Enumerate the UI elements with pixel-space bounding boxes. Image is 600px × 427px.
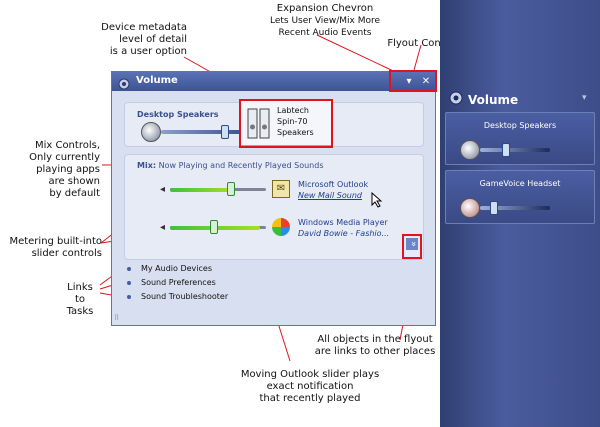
device-section-label: Desktop Speakers <box>137 110 219 119</box>
speaker-icon <box>117 75 132 90</box>
flyout-headset-thumb[interactable] <box>490 201 498 215</box>
wmp-detail[interactable]: David Bowie - Fashio... <box>298 229 390 238</box>
outlook-name[interactable]: Microsoft Outlook <box>298 180 369 189</box>
chevron-down-icon[interactable]: ▾ <box>406 76 412 87</box>
outlook-meter <box>170 188 234 192</box>
annotation-flyout-controls: Flyout Controls <box>387 38 463 49</box>
master-volume-slider[interactable] <box>161 130 243 134</box>
flyout-headset-slider[interactable] <box>480 206 550 210</box>
mix-panel: Mix: Now Playing and Recently Played Sou… <box>124 154 424 260</box>
headset-volume-icon[interactable] <box>460 198 480 218</box>
device-highlight <box>239 99 333 148</box>
resize-grip[interactable]: ⠿ <box>114 314 120 322</box>
chevron-highlight <box>402 234 422 259</box>
outlook-slider-thumb[interactable] <box>227 182 235 196</box>
title-bar: Volume ▾ ✕ <box>112 72 435 91</box>
flyout-chevron-icon[interactable]: ▾ <box>582 93 587 103</box>
annotation-mix-controls: Mix Controls, Only currently playing app… <box>29 140 100 199</box>
media-player-icon[interactable] <box>272 218 290 236</box>
speaker-icon <box>447 90 465 110</box>
flyout-device-label: Desktop Speakers <box>483 121 557 130</box>
flyout-controls-highlight <box>389 70 437 92</box>
speaker-volume-icon[interactable] <box>141 122 161 142</box>
annotation-moving-outlook: Moving Outlook slider plays exact notifi… <box>240 369 380 404</box>
speakers-icon <box>247 107 271 141</box>
annotation-metering: Metering built-into slider controls <box>9 236 102 259</box>
speaker-volume-icon[interactable] <box>460 140 480 160</box>
master-volume-thumb[interactable] <box>221 125 229 139</box>
wmp-slider-thumb[interactable] <box>210 220 218 234</box>
wmp-name[interactable]: Windows Media Player <box>298 218 388 227</box>
flyout-title: Volume <box>468 93 519 107</box>
device-card[interactable]: Labtech Spin-70 Speakers <box>240 100 332 146</box>
flyout-speakers-thumb[interactable] <box>502 143 510 157</box>
volume-window: Volume ▾ ✕ Desktop Speakers Labtech Spin… <box>111 71 436 326</box>
link-my-audio-devices[interactable]: My Audio Devices <box>127 264 212 273</box>
annotation-links-to-tasks: Links to Tasks <box>66 282 94 317</box>
mouse-cursor-icon <box>371 191 383 212</box>
flyout-device-desktop-speakers[interactable]: Desktop Speakers <box>445 112 595 165</box>
mix-label: Mix: Now Playing and Recently Played Sou… <box>137 161 324 170</box>
close-icon[interactable]: ✕ <box>421 76 431 87</box>
flyout-device-gamevoice-headset[interactable]: GameVoice Headset <box>445 170 595 224</box>
outlook-detail[interactable]: New Mail Sound <box>298 191 362 200</box>
outlook-icon[interactable]: ✉ <box>272 180 290 198</box>
annotation-device-metadata: Device metadata level of detail is a use… <box>101 22 187 57</box>
volume-flyout: Volume ▾ Desktop Speakers GameVoice Head… <box>440 0 600 427</box>
flyout-device-label: GameVoice Headset <box>479 179 561 188</box>
link-sound-troubleshooter[interactable]: Sound Troubleshooter <box>127 292 228 301</box>
annotation-expansion-chevron: Expansion Chevron Lets User View/Mix Mor… <box>270 3 380 38</box>
window-title: Volume <box>136 75 178 86</box>
device-name: Labtech Spin-70 Speakers <box>277 106 314 137</box>
speaker-small-icon: ◂ <box>160 222 166 233</box>
flyout-speakers-slider[interactable] <box>480 148 550 152</box>
speaker-small-icon: ◂ <box>160 184 166 195</box>
link-sound-preferences[interactable]: Sound Preferences <box>127 278 216 287</box>
annotation-all-objects: All objects in the flyout are links to o… <box>314 334 436 357</box>
